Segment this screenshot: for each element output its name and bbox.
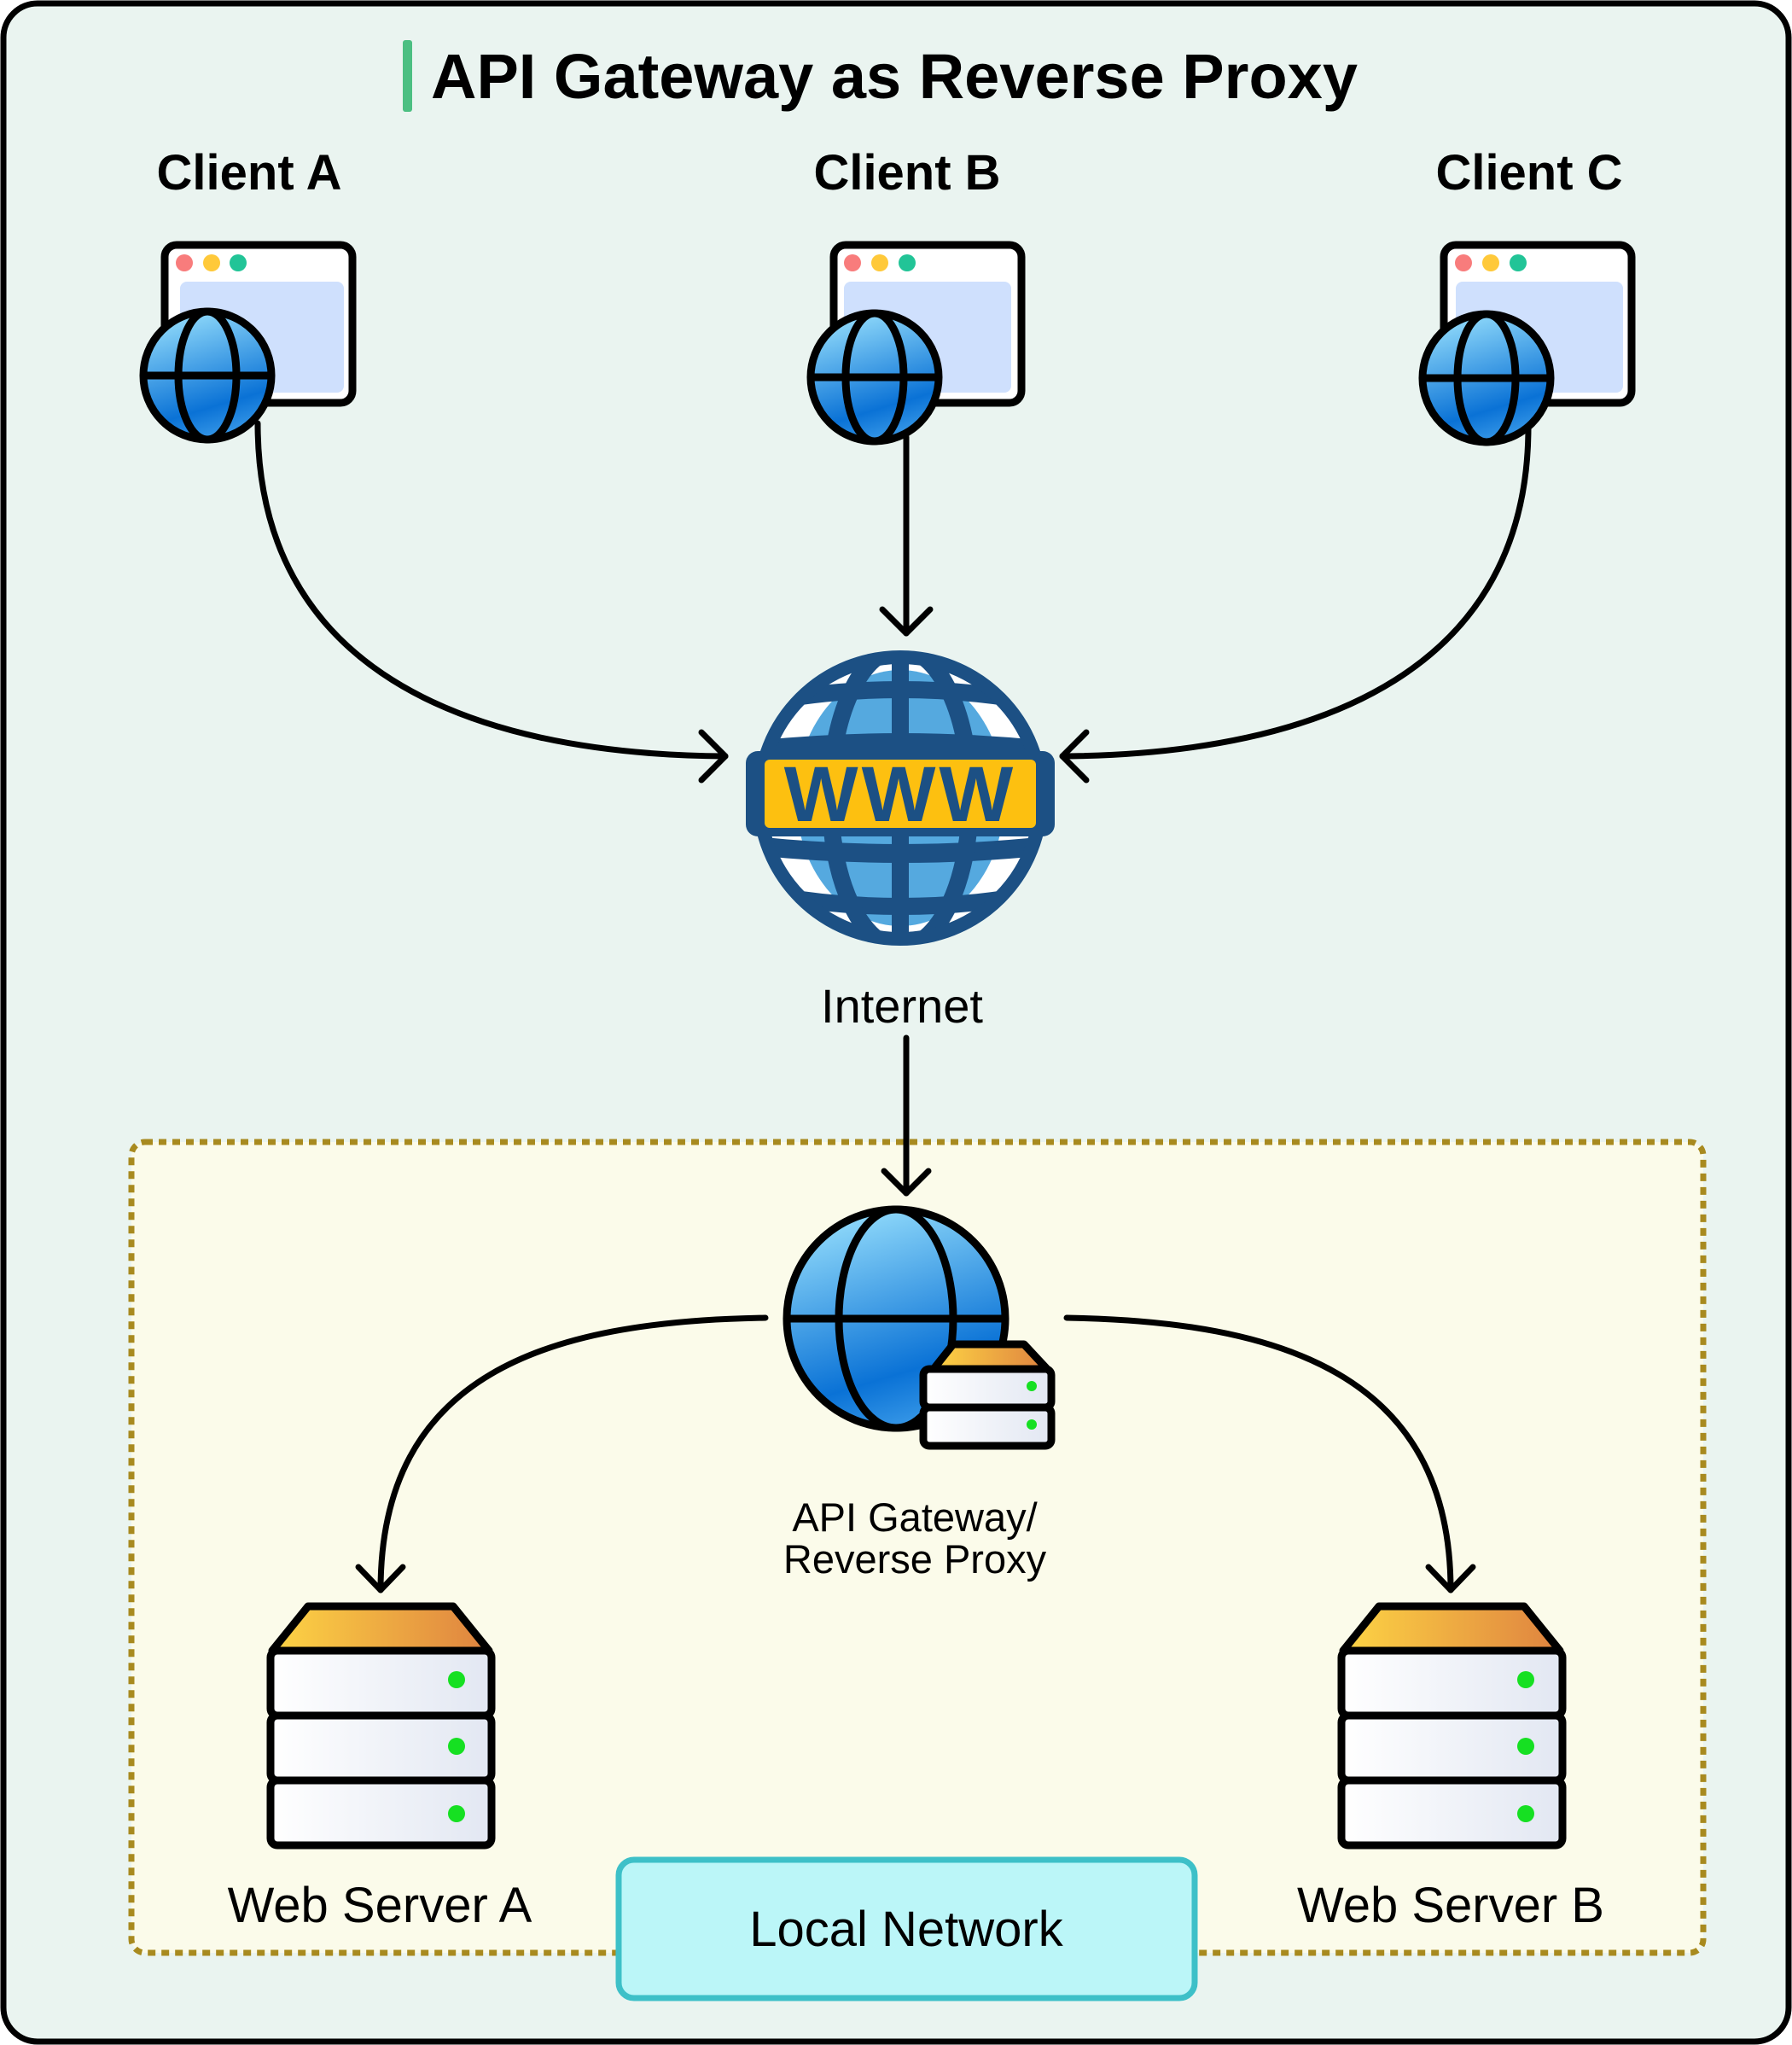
arrow-gateway-to-server-a (355, 1314, 769, 1593)
globe-icon (806, 309, 943, 446)
client-c-icon[interactable] (1418, 241, 1636, 446)
arrow-client-a-to-internet (254, 420, 729, 784)
arrow-gateway-to-server-b (1063, 1314, 1476, 1593)
gateway-label-line1: API Gateway/ (792, 1494, 1038, 1540)
local-network-badge: Local Network (615, 1856, 1198, 2001)
api-gateway-icon[interactable] (783, 1205, 1056, 1450)
title-accent-bar (403, 40, 412, 112)
web-server-a-icon[interactable] (266, 1602, 496, 1850)
arrow-client-b-to-internet (879, 434, 934, 637)
client-a-label: Client A (157, 145, 342, 201)
local-network-label: Local Network (749, 1902, 1063, 1957)
arrow-client-c-to-internet (1059, 423, 1532, 784)
client-c-label: Client C (1435, 145, 1622, 201)
internet-label: Internet (821, 979, 983, 1033)
client-a-icon[interactable] (139, 241, 357, 444)
page-title: API Gateway as Reverse Proxy (431, 41, 1358, 112)
web-server-b-label: Web Server B (1297, 1878, 1604, 1933)
globe-icon (1418, 310, 1555, 446)
server-icon (919, 1340, 1056, 1450)
internet-www-globe-icon[interactable]: WWW (746, 627, 1055, 969)
globe-icon (139, 307, 276, 444)
client-b-icon[interactable] (806, 241, 1026, 446)
web-server-b-icon[interactable] (1337, 1602, 1567, 1850)
arrow-internet-to-gateway (881, 1034, 932, 1197)
gateway-label-line2: Reverse Proxy (783, 1536, 1047, 1582)
web-server-a-label: Web Server A (228, 1878, 532, 1933)
client-b-label: Client B (813, 145, 1000, 201)
www-banner-text: WWW (784, 751, 1017, 838)
